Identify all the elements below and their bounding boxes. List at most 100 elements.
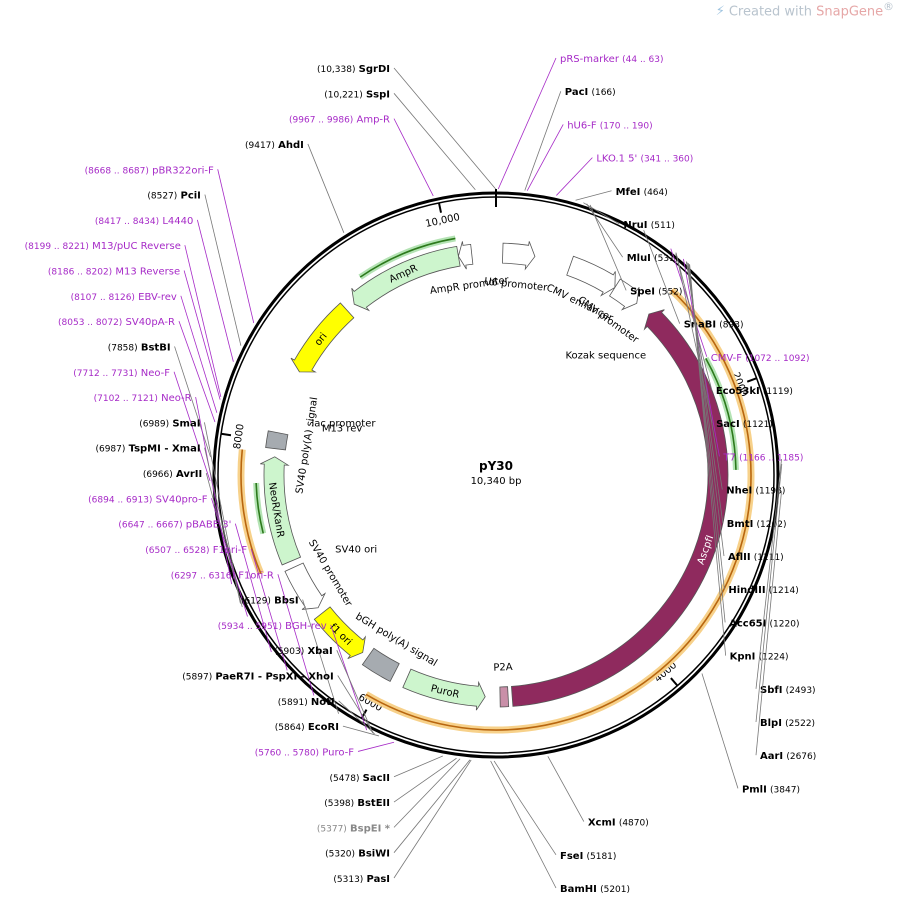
- label-leader-line: [250, 548, 288, 671]
- label-leader-line: [211, 498, 248, 617]
- enzyme-label: PacI (166): [565, 87, 616, 98]
- site-name: FseI: [560, 851, 583, 862]
- enzyme-label: HindIII (1214): [728, 585, 798, 596]
- site-name: BmtI: [727, 519, 754, 530]
- enzyme-label: (10,338) SgrDI: [317, 64, 390, 75]
- site-coord: (5478): [330, 774, 360, 784]
- site-coord: (511): [651, 221, 675, 231]
- enzyme-label: KpnI (1224): [730, 652, 789, 663]
- label-leader-line: [586, 203, 624, 258]
- site-coord: (8417 .. 8434): [95, 217, 159, 227]
- enzyme-label: (5320) BsiWI: [325, 849, 390, 860]
- enzyme-label: (5897) PaeR7I - PspXI - XhoI: [182, 672, 333, 683]
- site-name: hU6-F: [567, 120, 597, 131]
- primer-label: (7102 .. 7121) Neo-R: [94, 393, 192, 404]
- site-name: TspMI - XmaI: [129, 444, 201, 455]
- enzyme-label: NheI (1198): [726, 486, 785, 497]
- site-name: HindIII: [728, 585, 765, 596]
- site-name: BsiWI: [358, 849, 390, 860]
- label-leader-line: [393, 758, 461, 828]
- feature-bgh-poly-a-signal: [361, 647, 400, 682]
- site-coord: (5903): [274, 647, 304, 657]
- site-coord: (6966): [143, 470, 173, 480]
- site-coord: (6647 .. 6667): [118, 521, 182, 531]
- site-coord: (2676): [786, 752, 816, 762]
- plasmid-name: pY30: [479, 459, 513, 473]
- primer-label: CMV-F (1072 .. 1092): [711, 353, 810, 364]
- feature-sv40-promoter: [284, 562, 327, 610]
- enzyme-label: BamHI (5201): [560, 884, 630, 895]
- plasmid-size: 10,340 bp: [471, 476, 522, 487]
- site-name: XbaI: [307, 646, 332, 657]
- label-leader-line: [675, 252, 713, 424]
- site-name: SnaBI: [684, 320, 716, 331]
- primer-label: (6647 .. 6667) pBABE 3': [118, 520, 231, 531]
- labels-layer: pRS-marker (44 .. 63) PacI (166) hU6-F (17…: [25, 54, 817, 895]
- enzyme-label: (5478) SacII: [330, 773, 390, 784]
- site-name: SV40pA-R: [126, 317, 175, 328]
- site-name: PasI: [367, 874, 390, 885]
- primer-label: (6507 .. 6528) F1ori-F: [145, 545, 247, 556]
- site-name: Acc65I: [729, 618, 766, 629]
- small-feature-label: SV40 ori: [335, 545, 377, 556]
- feature-ori: [290, 302, 355, 373]
- site-name: SmaI: [172, 418, 200, 429]
- site-name: NheI: [726, 486, 752, 497]
- site-coord: (6129): [241, 597, 271, 607]
- site-coord: (170 .. 190): [600, 121, 653, 131]
- site-coord: (5377): [317, 824, 347, 834]
- site-coord: (2522): [785, 719, 815, 729]
- orf-line: [240, 449, 262, 575]
- site-name: Eco53kI: [716, 386, 760, 397]
- site-name: EBV-rev: [138, 292, 177, 303]
- primer-label: (8107 .. 8126) EBV-rev: [71, 292, 177, 303]
- label-leader-line: [755, 458, 782, 689]
- primer-label: pRS-marker (44 .. 63): [560, 54, 664, 65]
- label-leader-line: [393, 67, 496, 190]
- label-leader-line: [174, 346, 211, 458]
- site-name: PciI: [180, 191, 200, 202]
- enzyme-label: MfeI (464): [616, 187, 668, 198]
- site-name: pBABE 3': [186, 520, 232, 531]
- site-coord: (8527): [147, 192, 177, 202]
- tick-mark: [670, 677, 679, 687]
- enzyme-label: Acc65I (1220): [729, 618, 799, 629]
- primer-label: (8053 .. 8072) SV40pA-R: [58, 317, 175, 328]
- label-leader-line: [302, 599, 339, 714]
- site-coord: (1072 .. 1092): [745, 354, 809, 364]
- label-leader-line: [184, 245, 222, 398]
- feature-ampr: [351, 245, 461, 312]
- site-name: SbfI: [760, 685, 782, 696]
- site-coord: (1202): [757, 520, 787, 530]
- enzyme-label: BlpI (2522): [760, 718, 815, 729]
- tick-label: 10,000: [425, 212, 462, 230]
- label-leader-line: [643, 229, 681, 324]
- primer-label: (8186 .. 8202) M13 Reverse: [48, 267, 180, 278]
- label-leader-line: [393, 757, 457, 803]
- site-coord: (44 .. 63): [622, 55, 663, 65]
- label-leader-line: [689, 264, 727, 656]
- site-name: AvrII: [176, 469, 202, 480]
- enzyme-label: AarI (2676): [760, 751, 816, 762]
- site-name: SpeI: [630, 286, 655, 297]
- site-name: BstEII: [357, 798, 390, 809]
- site-coord: (1224): [759, 653, 789, 663]
- site-name: BGH-rev: [285, 621, 327, 632]
- label-leader-line: [393, 118, 434, 197]
- site-name: PacI: [565, 87, 588, 98]
- enzyme-label: (7858) BstBI: [108, 342, 171, 353]
- site-name: PmlI: [742, 784, 767, 795]
- primer-label: (8417 .. 8434) L4440: [95, 216, 194, 227]
- site-name: SV40pro-F: [156, 494, 208, 505]
- label-leader-line: [204, 194, 242, 346]
- site-coord: (341 .. 360): [640, 155, 693, 165]
- enzyme-label: XcmI (4870): [588, 818, 649, 829]
- enzyme-label: MluI (531): [627, 253, 679, 264]
- tick-mark: [437, 202, 443, 213]
- site-name: MfeI: [616, 187, 641, 198]
- label-leader-line: [336, 650, 374, 734]
- site-coord: (1166 .. 1185): [739, 453, 803, 463]
- site-coord: (8186 .. 8202): [48, 268, 112, 278]
- label-leader-line: [277, 574, 315, 696]
- primer-label: (8668 .. 8687) pBR322ori-F: [85, 165, 214, 176]
